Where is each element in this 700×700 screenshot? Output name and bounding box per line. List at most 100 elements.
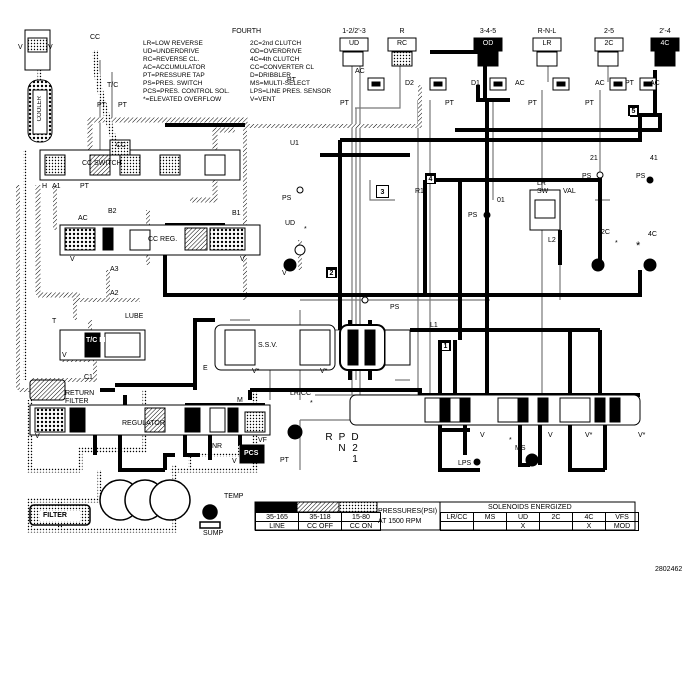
regulator-label: REGULATOR [122,420,165,427]
vent-label: V [548,432,553,439]
vstar-label: V* [638,432,646,439]
e-label: E [203,365,208,372]
badge-2: 2 [326,267,337,278]
pt-label: PT [287,77,296,84]
legend-left: LR=LOW REVERSE UD=UNDERDRIVE RC=REVERSE … [143,40,230,104]
ac-label: AC [78,215,88,222]
cc-switch-valve [39,139,241,181]
legend-item: OD=OVERDRIVE [250,48,302,55]
d1-label: D1 [471,80,480,87]
ac-label: AC [595,80,605,87]
clutch-name-2c: 2C [604,40,614,47]
figure-number: 2802462 [655,566,683,573]
ps-label: PS [390,304,400,311]
selector-2: 2 [352,443,358,454]
solenoid-state: X [572,521,606,531]
clutch-name-rc: RC [396,40,408,47]
clutch-gear-2c: 2-5 [603,28,615,35]
a2-label: A2 [110,290,119,297]
selector-d: D [351,432,359,443]
pressure-range: 35-118 [298,512,342,522]
clutch-boxes [339,37,680,67]
m-label: M [237,397,243,404]
ms-label: MS [515,445,526,452]
legend-item: PCS=PRES. CONTROL SOL. [143,88,230,95]
pressures-table: 35-165 35-118 15-80 LINE CC OFF CC ON [255,512,381,531]
legend-item: PT=PRESSURE TAP [143,72,205,79]
d2-label: D2 [405,80,414,87]
regulator-valve [29,404,271,436]
solenoid-header: 4C [572,512,606,522]
pressure-range: 35-165 [255,512,299,522]
badge-5: 5 [628,105,639,116]
pressures-subtitle: AT 1500 RPM [378,518,422,525]
pressure-switches [283,171,657,467]
return-filter-label: RETURN FILTER [65,390,95,405]
vstar-label: V* [320,368,328,375]
solenoid-header: 2C [539,512,573,522]
pressure-name: CC ON [341,521,381,531]
cooler-label: COOLER [37,96,43,122]
c2-label: 2C [601,229,610,236]
ps-label: PS [636,173,646,180]
solenoid-state [473,521,507,531]
legend-item: RC=REVERSE CL. [143,56,200,63]
clutch-gear-4c: 2'-4 [659,28,671,35]
pt-label: PT [585,100,594,107]
solenoid-header: VFS [605,512,639,522]
legend-item: V=VENT [250,96,276,103]
nr-label: NR [212,443,223,450]
cc-switch-label: CC SWITCH [82,160,122,167]
vent-label: V [48,44,53,51]
r1-label: R1 [415,188,424,195]
ac-label: AC [650,80,660,87]
a3-label: A3 [110,266,119,273]
b1-label: B1 [232,210,241,217]
selector-n: N [338,443,346,454]
pressure-range: 15-80 [341,512,381,522]
vf-label: VF [258,437,267,444]
pressure-name: LINE [255,521,299,531]
selector-r: R [325,432,333,443]
pt-label: PT [445,100,454,107]
solenoid-header: LR/CC [440,512,474,522]
cooler [24,29,53,143]
l2-label: L2 [548,237,556,244]
pt-label: PT [118,102,127,109]
clutch-name-ud: UD [348,40,360,47]
badge-1: 1 [440,340,451,351]
solenoids-title: SOLENOIDS ENERGIZED [488,504,572,511]
accumulators-top [367,77,657,91]
u1-label: U1 [290,140,299,147]
pump-filter [29,479,221,529]
vstar-label: V* [252,368,260,375]
legend-item: UD=UNDERDRIVE [143,48,200,55]
lube-label: LUBE [125,313,144,320]
pressure-name: CC OFF [298,521,342,531]
legend-item: 2C=2nd CLUTCH [250,40,302,47]
lrcc-label: LR/CC [290,390,312,397]
pt-label: PT [280,457,289,464]
solenoid-header: MS [473,512,507,522]
clutch-name-od: OD [482,40,494,47]
vent-label: V [282,270,287,277]
lps-label: LPS [458,460,472,467]
vent-label: V [232,458,237,465]
star-label: * [509,437,512,444]
badge-4: 4 [425,173,436,184]
clutch-gear-od: 3-4-5 [479,28,497,35]
legend-title: FOURTH [232,28,262,35]
tc-limit-label: T/C LIMIT [86,337,118,344]
tc-limit-valve [59,329,146,361]
pt-label: PT [625,80,634,87]
vent-label: V [35,433,40,440]
vent-label: V [18,44,23,51]
cc-small-label: CC [116,142,127,149]
selector-1: 1 [352,454,358,465]
pt-label: PT [97,102,106,109]
legend-item: LR=LOW REVERSE [143,40,203,47]
badge-3: 3 [376,185,389,198]
lr-sw-val-val: VAL [563,188,576,195]
vent-label: V [480,432,485,439]
